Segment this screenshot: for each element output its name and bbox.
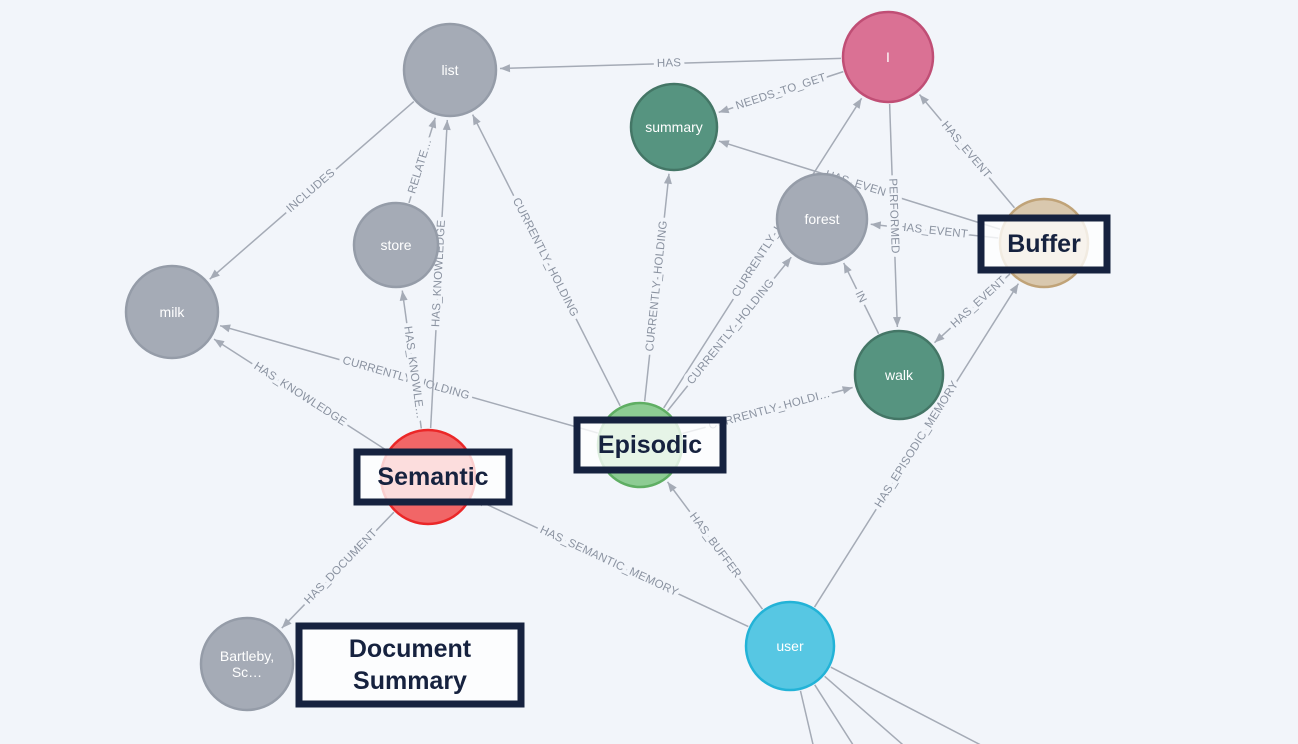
node-circle-list[interactable] (402, 22, 498, 118)
node-bartleby[interactable]: Bartleby,Sc… (199, 616, 295, 712)
edge-i-walk[interactable] (888, 103, 901, 328)
edge-episodic-summary[interactable] (643, 173, 672, 402)
node-circle-i[interactable] (841, 10, 935, 104)
annotation-episodic: Episodic (573, 416, 727, 474)
edge-semantic-milk[interactable] (213, 338, 388, 452)
edge-label-i-walk[interactable]: PERFORMED (882, 174, 905, 258)
edge-list-milk[interactable] (209, 100, 415, 280)
edge-label-buffer-walk[interactable]: HAS_EVENT (945, 270, 1013, 334)
edge-user-episodic[interactable] (666, 481, 764, 610)
node-milk[interactable]: milk (124, 264, 220, 360)
edge-user-offscreen[interactable] (799, 690, 826, 744)
edge-label-walk-forest[interactable]: IN (848, 285, 872, 309)
node-i[interactable]: I (841, 10, 935, 104)
node-summary[interactable]: summary (629, 82, 719, 172)
edge-user-buffer[interactable] (813, 283, 1020, 608)
annotation-box-episodic (573, 416, 727, 474)
edge-semantic-store[interactable] (399, 290, 423, 429)
annotation-label-semantic: Semantic (377, 463, 488, 491)
edge-store-list[interactable] (408, 117, 437, 204)
node-circle-bartleby[interactable] (199, 616, 295, 712)
edge-i-summary[interactable] (718, 70, 844, 114)
edge-label-user-episodic[interactable]: HAS_BUFFER (683, 507, 747, 585)
annotation-box-buffer (977, 214, 1111, 274)
annotation-box-semantic (353, 448, 513, 506)
edge-walk-forest[interactable] (843, 262, 880, 335)
node-circle-summary[interactable] (629, 82, 719, 172)
annotation-semantic: Semantic (353, 448, 513, 506)
edge-buffer-forest[interactable] (870, 221, 999, 239)
edge-user-semantic[interactable] (473, 497, 749, 628)
node-circle-store[interactable] (352, 201, 440, 289)
edge-user-offscreen[interactable] (814, 684, 878, 744)
edge-label-episodic-list[interactable]: CURRENTLY_HOLDING (506, 192, 584, 323)
edge-label-buffer-i[interactable]: HAS_EVENT (935, 115, 997, 184)
edge-episodic-i[interactable] (663, 97, 863, 409)
node-list[interactable]: list (402, 22, 498, 118)
edge-user-offscreen[interactable] (830, 666, 1002, 744)
edge-episodic-forest[interactable] (667, 256, 792, 412)
edge-label-list-milk[interactable]: INCLUDES (281, 163, 342, 219)
annotation-box-document-summary (295, 622, 525, 708)
edge-buffer-walk[interactable] (933, 273, 1011, 344)
edge-label-episodic-summary[interactable]: CURRENTLY_HOLDING (640, 216, 674, 356)
edge-label-i-list[interactable]: HAS (653, 53, 686, 74)
edge-episodic-milk[interactable] (219, 324, 598, 434)
node-circle-forest[interactable] (775, 172, 869, 266)
annotation-buffer: Buffer (977, 214, 1111, 274)
edge-label-buffer-forest[interactable]: HAS_EVENT (893, 217, 972, 245)
edge-buffer-i[interactable] (918, 94, 1016, 209)
edge-buffer-summary[interactable] (718, 140, 1001, 230)
edge-semantic-bartleby[interactable] (281, 511, 395, 629)
edge-user-offscreen[interactable] (824, 675, 934, 744)
edge-label-i-summary[interactable]: NEEDS_TO_GET (730, 68, 831, 117)
node-circle-walk[interactable] (853, 329, 945, 421)
edge-label-user-semantic[interactable]: HAS_SEMANTIC_MEMORY (534, 520, 684, 603)
node-walk[interactable]: walk (853, 329, 945, 421)
edge-semantic-list[interactable] (429, 119, 451, 429)
edge-i-list[interactable] (499, 57, 842, 73)
annotation-label-buffer: Buffer (1007, 230, 1081, 258)
annotation-label-episodic: Episodic (598, 431, 702, 459)
node-forest[interactable]: forest (775, 172, 869, 266)
edge-label-semantic-bartleby[interactable]: HAS_DOCUMENT (298, 523, 383, 610)
node-user[interactable]: user (744, 600, 836, 692)
node-circle-user[interactable] (744, 600, 836, 692)
edge-label-episodic-milk[interactable]: CURRENTLY_HOLDING (337, 351, 475, 407)
node-store[interactable]: store (352, 201, 440, 289)
edge-episodic-list[interactable] (471, 114, 621, 407)
edge-label-store-list[interactable]: RELATE… (402, 133, 438, 199)
node-circle-milk[interactable] (124, 264, 220, 360)
edge-label-semantic-milk[interactable]: HAS_KNOWLEDGE (248, 356, 353, 432)
